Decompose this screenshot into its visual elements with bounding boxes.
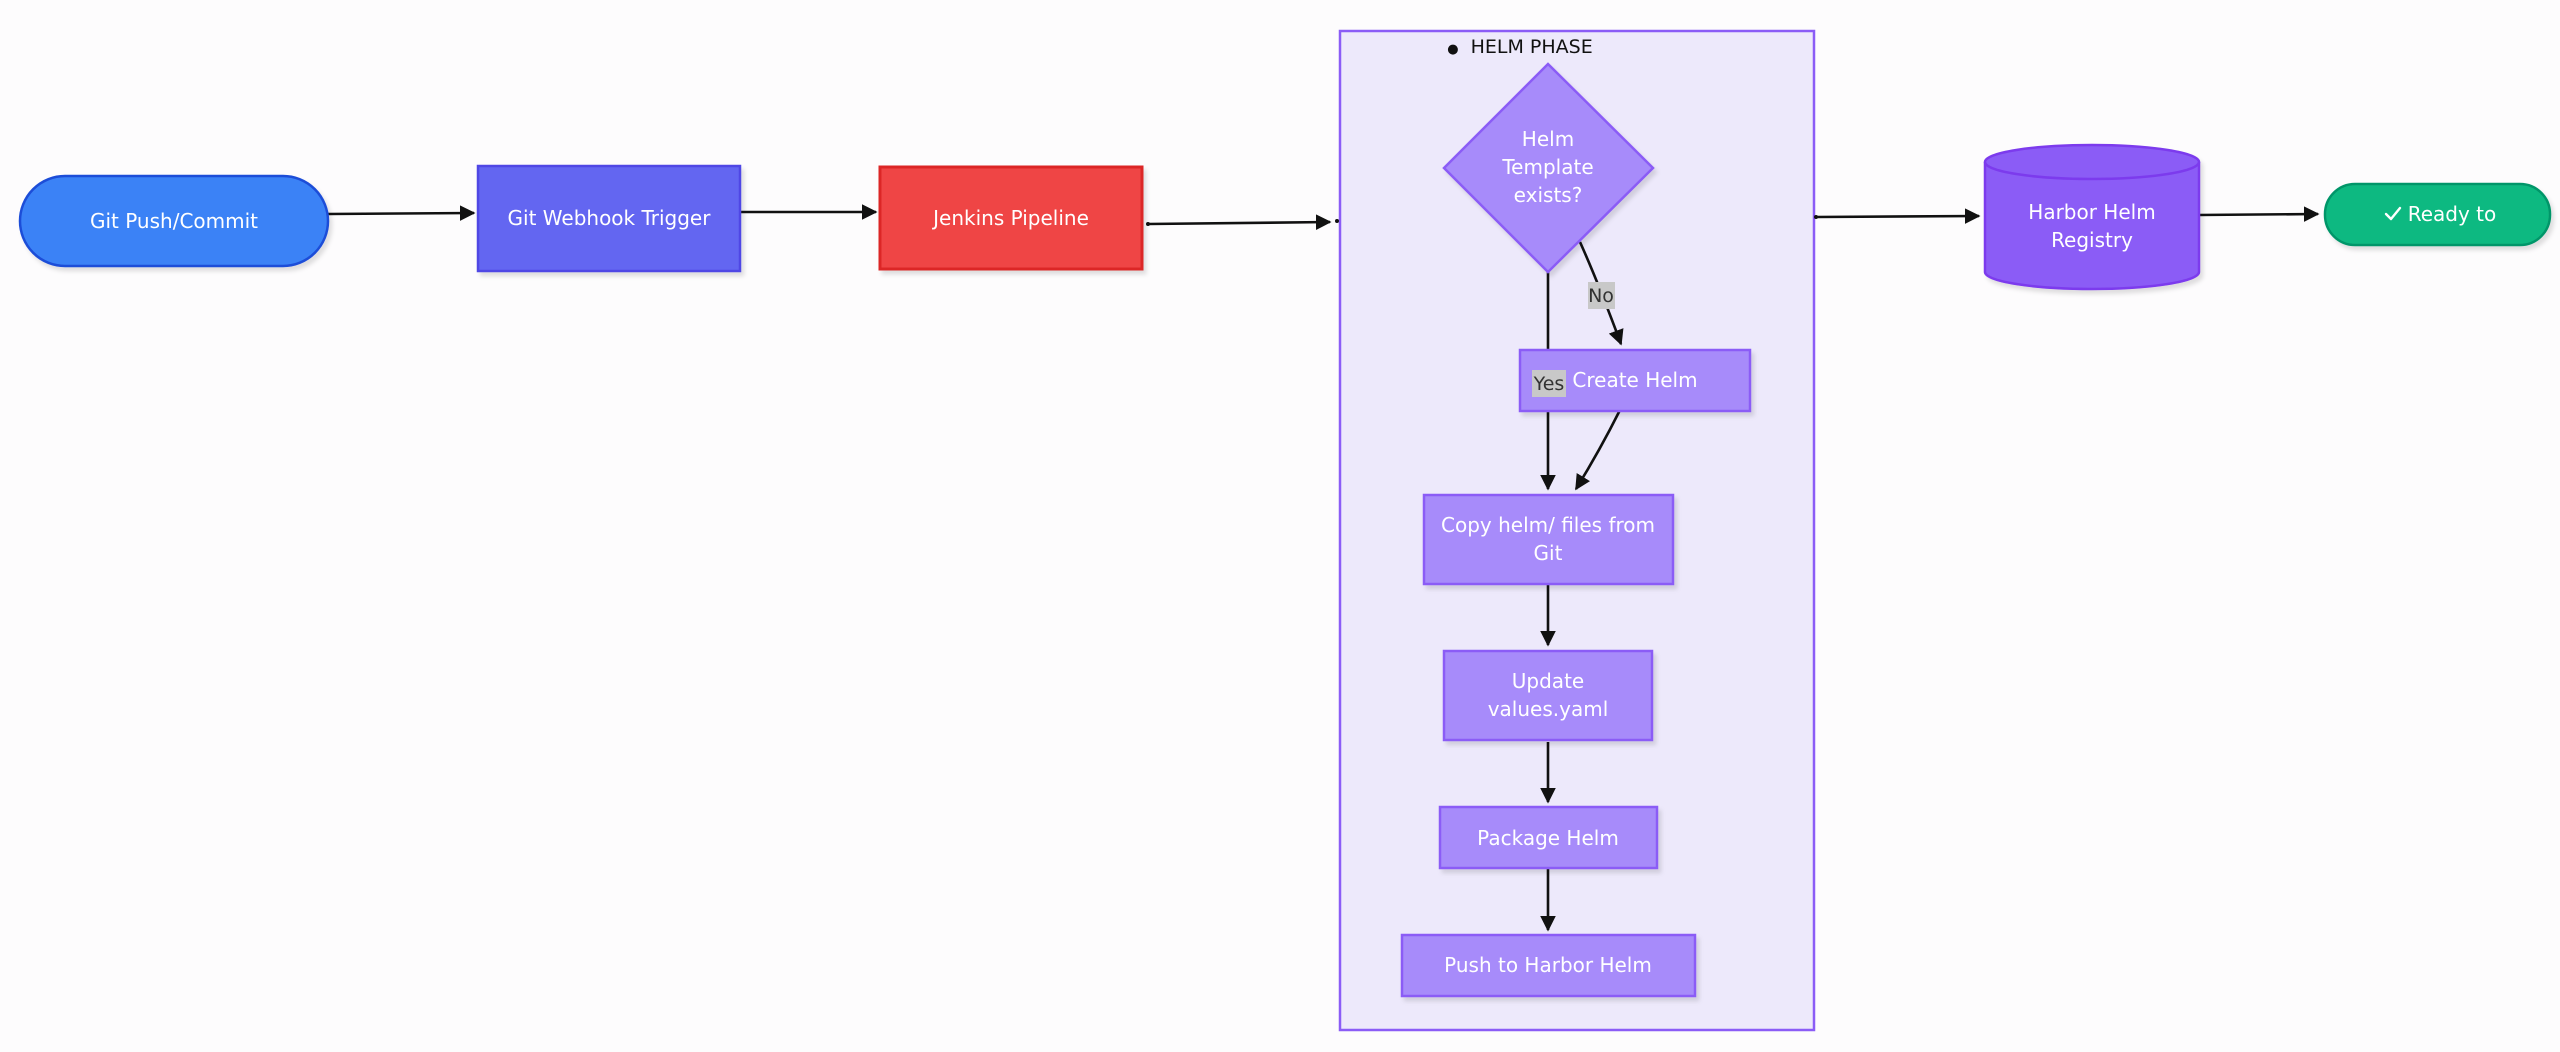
node-push-harbor-shape xyxy=(1400,933,1697,998)
edge-jenkins-start-dot xyxy=(1146,222,1150,226)
node-git-push[interactable]: Git Push/Commit xyxy=(18,174,330,268)
check-icon xyxy=(2384,206,2402,221)
node-registry-line2: Registry xyxy=(2051,228,2133,252)
edge-label-no-text: No xyxy=(1588,285,1614,307)
node-decision-line1: Helm xyxy=(1522,127,1574,151)
node-git-push-shape xyxy=(18,174,330,268)
node-copy-files[interactable]: Copy helm/ files from Git xyxy=(1422,493,1675,586)
edge-label-yes: Yes xyxy=(1532,370,1566,397)
node-copy-files-line1: Copy helm/ files from xyxy=(1441,513,1655,537)
node-ready[interactable]: Ready to xyxy=(2323,182,2552,247)
edge-git-push-to-webhook xyxy=(327,205,476,221)
edge-cluster-entry-dot xyxy=(1335,219,1339,223)
node-package-helm-label: Package Helm xyxy=(1477,826,1619,850)
node-webhook-shape xyxy=(476,164,742,273)
node-git-push-label: Git Push/Commit xyxy=(90,209,258,233)
node-registry[interactable]: Harbor Helm Registry xyxy=(1983,143,2201,291)
cluster-marker-icon: ● xyxy=(1447,42,1458,57)
node-create-helm-label: Create Helm xyxy=(1572,368,1697,392)
edge-label-no: No xyxy=(1588,282,1615,309)
edge-jenkins-to-cluster xyxy=(1147,214,1332,230)
node-push-harbor[interactable]: Push to Harbor Helm xyxy=(1400,933,1697,998)
node-copy-files-line2: Git xyxy=(1534,541,1563,565)
node-update-values-shape xyxy=(1442,649,1654,742)
node-update-values-line1: Update xyxy=(1512,669,1584,693)
node-registry-top xyxy=(1983,143,2201,181)
node-update-values-line2: values.yaml xyxy=(1488,697,1609,721)
cluster-title: HELM PHASE xyxy=(1471,36,1593,58)
edge-cluster-exit-dot xyxy=(1814,215,1818,219)
edge-create-to-copy xyxy=(1574,409,1622,491)
node-webhook[interactable]: Git Webhook Trigger xyxy=(476,164,742,273)
node-package-helm[interactable]: Package Helm xyxy=(1438,805,1659,870)
node-decision-line2: Template xyxy=(1501,155,1593,179)
edges xyxy=(327,204,2320,932)
node-webhook-label: Git Webhook Trigger xyxy=(508,206,712,230)
edge-label-yes-bg xyxy=(1532,370,1566,397)
edge-label-no-bg xyxy=(1588,282,1615,309)
node-registry-line1: Harbor Helm xyxy=(2028,200,2155,224)
node-ready-label: Ready to xyxy=(2408,202,2497,226)
svg-text:● HELM PHASE: ● HELM PHASE xyxy=(1447,36,1593,58)
node-package-helm-shape xyxy=(1438,805,1659,870)
node-push-harbor-label: Push to Harbor Helm xyxy=(1444,953,1652,977)
node-decision-shape xyxy=(1442,62,1655,274)
node-decision[interactable]: Helm Template exists? xyxy=(1442,62,1655,274)
node-jenkins-label: Jenkins Pipeline xyxy=(931,206,1089,230)
edge-registry-to-ready xyxy=(2197,206,2320,222)
node-update-values[interactable]: Update values.yaml xyxy=(1442,649,1654,742)
node-decision-line3: exists? xyxy=(1514,183,1583,207)
node-copy-files-shape xyxy=(1422,493,1675,586)
node-ready-shape xyxy=(2323,182,2552,247)
node-jenkins-shape xyxy=(878,165,1144,271)
node-jenkins[interactable]: Jenkins Pipeline xyxy=(878,165,1144,271)
edge-label-yes-text: Yes xyxy=(1533,373,1565,395)
edge-cluster-to-registry xyxy=(1815,208,1981,224)
node-registry-body xyxy=(1983,162,2201,291)
